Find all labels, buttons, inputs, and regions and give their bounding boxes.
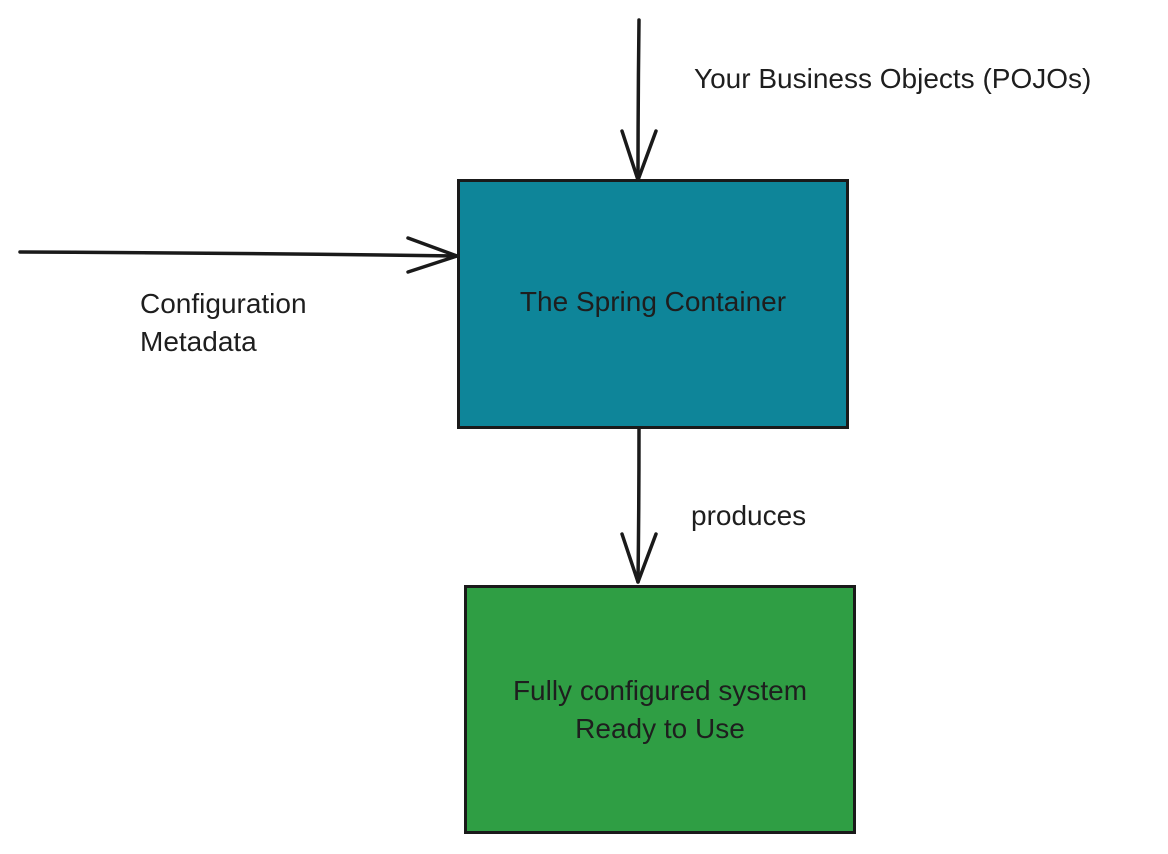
produces-label: produces (691, 500, 807, 531)
config-label-line2: Metadata (140, 326, 257, 357)
configured-system-line2: Ready to Use (575, 712, 745, 744)
produces-arrow (620, 426, 658, 584)
configured-system-box: Fully configured system Ready to Use (464, 585, 856, 834)
config-label-line1: Configuration (140, 288, 307, 319)
configured-system-line1: Fully configured system (512, 674, 808, 706)
pojos-label: Your Business Objects (POJOs) (694, 63, 1092, 94)
pojos-arrow-shaft (636, 18, 641, 182)
spring-container-label: The Spring Container (519, 286, 787, 317)
config-arrow-shaft (18, 250, 459, 258)
config-arrow (18, 236, 459, 274)
produces-arrow-shaft (636, 426, 641, 584)
pojos-arrow (620, 18, 658, 182)
produces-arrowhead (620, 532, 658, 584)
spring-container-box: The Spring Container (457, 179, 849, 429)
